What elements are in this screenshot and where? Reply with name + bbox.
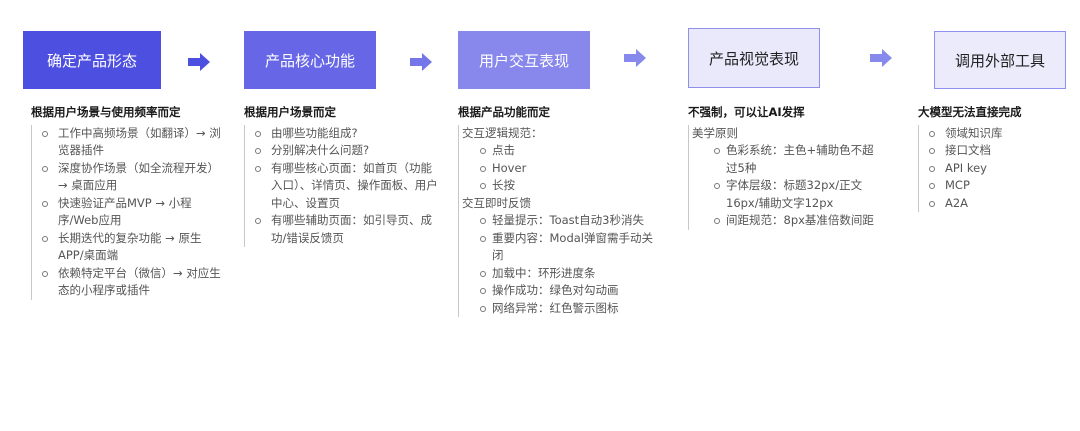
- list-item: 操作成功：绿色对勾动画: [462, 282, 658, 300]
- list-item: 加载中：环形进度条: [462, 265, 658, 283]
- column-visual: 不强制，可以让AI发挥 美学原则 色彩系统：主色+辅助色不超过5种 字体层级：标…: [688, 104, 884, 230]
- step-label: 产品视觉表现: [708, 49, 799, 68]
- column-list: 由哪些功能组成? 分别解决什么问题? 有哪些核心页面：如首页（功能入口）、详情页…: [244, 124, 440, 247]
- list-item: 网络异常：红色警示图标: [462, 300, 658, 318]
- group-heading: 美学原则: [692, 125, 738, 140]
- step-label: 用户交互表现: [478, 51, 569, 70]
- column-title: 根据用户场景而定: [244, 105, 336, 119]
- group-heading: 交互逻辑规范：: [462, 125, 543, 140]
- arrow-right-icon: [624, 49, 646, 67]
- column-title: 不强制，可以让AI发挥: [688, 105, 805, 119]
- step-box-core-features: 产品核心功能: [244, 31, 376, 89]
- column-title: 大模型无法直接完成: [918, 105, 1022, 119]
- list-item: 重要内容：Modal弹窗需手动关闭: [462, 230, 658, 265]
- list-item: 分别解决什么问题?: [245, 142, 440, 160]
- column-list: 美学原则 色彩系统：主色+辅助色不超过5种 字体层级：标题32px/正文16px…: [688, 124, 884, 230]
- list-item: 工作中高频场景（如翻译）→ 浏览器插件: [32, 125, 227, 160]
- step-box-interaction: 用户交互表现: [458, 31, 590, 89]
- list-item: 长按: [462, 177, 658, 195]
- step-box-determine-form: 确定产品形态: [23, 31, 161, 89]
- list-item: MCP: [919, 177, 1068, 195]
- list-item: 深度协作场景（如全流程开发）→ 桌面应用: [32, 160, 227, 195]
- list-item: API key: [919, 160, 1068, 178]
- arrow-right-icon: [410, 53, 432, 71]
- list-item: 领域知识库: [919, 125, 1068, 143]
- list-item: 有哪些辅助页面：如引导页、成功/错误反馈页: [245, 212, 440, 247]
- arrow-right-icon: [870, 49, 892, 67]
- list-item: 字体层级：标题32px/正文16px/辅助文字12px: [692, 177, 884, 212]
- list-item: 有哪些核心页面：如首页（功能入口）、详情页、操作面板、用户中心、设置页: [245, 160, 440, 213]
- list-item: 色彩系统：主色+辅助色不超过5种: [692, 142, 884, 177]
- arrow-right-icon: [188, 53, 210, 71]
- column-list: 交互逻辑规范： 点击 Hover 长按 交互即时反馈 轻量提示：Toast自动3…: [458, 124, 658, 318]
- column-list: 工作中高频场景（如翻译）→ 浏览器插件 深度协作场景（如全流程开发）→ 桌面应用…: [31, 124, 227, 300]
- column-title: 根据用户场景与使用频率而定: [31, 105, 181, 119]
- step-label: 确定产品形态: [46, 51, 137, 70]
- column-title: 根据产品功能而定: [458, 105, 550, 119]
- list-item: 长期迭代的复杂功能 → 原生APP/桌面端: [32, 230, 227, 265]
- column-external-tools: 大模型无法直接完成 领域知识库 接口文档 API key MCP A2A: [918, 104, 1068, 212]
- group-heading: 交互即时反馈: [462, 195, 531, 210]
- list-item: 由哪些功能组成?: [245, 125, 440, 143]
- step-label: 调用外部工具: [954, 51, 1045, 70]
- column-determine-form: 根据用户场景与使用频率而定 工作中高频场景（如翻译）→ 浏览器插件 深度协作场景…: [31, 104, 227, 300]
- list-item: Hover: [462, 160, 658, 178]
- list-item: 轻量提示：Toast自动3秒消失: [462, 212, 658, 230]
- list-item: 间距规范：8px基准倍数间距: [692, 212, 884, 230]
- list-item: 快速验证产品MVP → 小程序/Web应用: [32, 195, 227, 230]
- step-box-visual: 产品视觉表现: [688, 28, 820, 88]
- list-item: 点击: [462, 142, 658, 160]
- step-label: 产品核心功能: [264, 51, 355, 70]
- column-interaction: 根据产品功能而定 交互逻辑规范： 点击 Hover 长按 交互即时反馈 轻量提示…: [458, 104, 658, 317]
- column-core-features: 根据用户场景而定 由哪些功能组成? 分别解决什么问题? 有哪些核心页面：如首页（…: [244, 104, 440, 247]
- list-item: A2A: [919, 195, 1068, 213]
- column-list: 领域知识库 接口文档 API key MCP A2A: [918, 124, 1068, 213]
- list-item: 接口文档: [919, 142, 1068, 160]
- list-item: 依赖特定平台（微信）→ 对应生态的小程序或插件: [32, 265, 227, 300]
- step-box-external-tools: 调用外部工具: [934, 31, 1066, 89]
